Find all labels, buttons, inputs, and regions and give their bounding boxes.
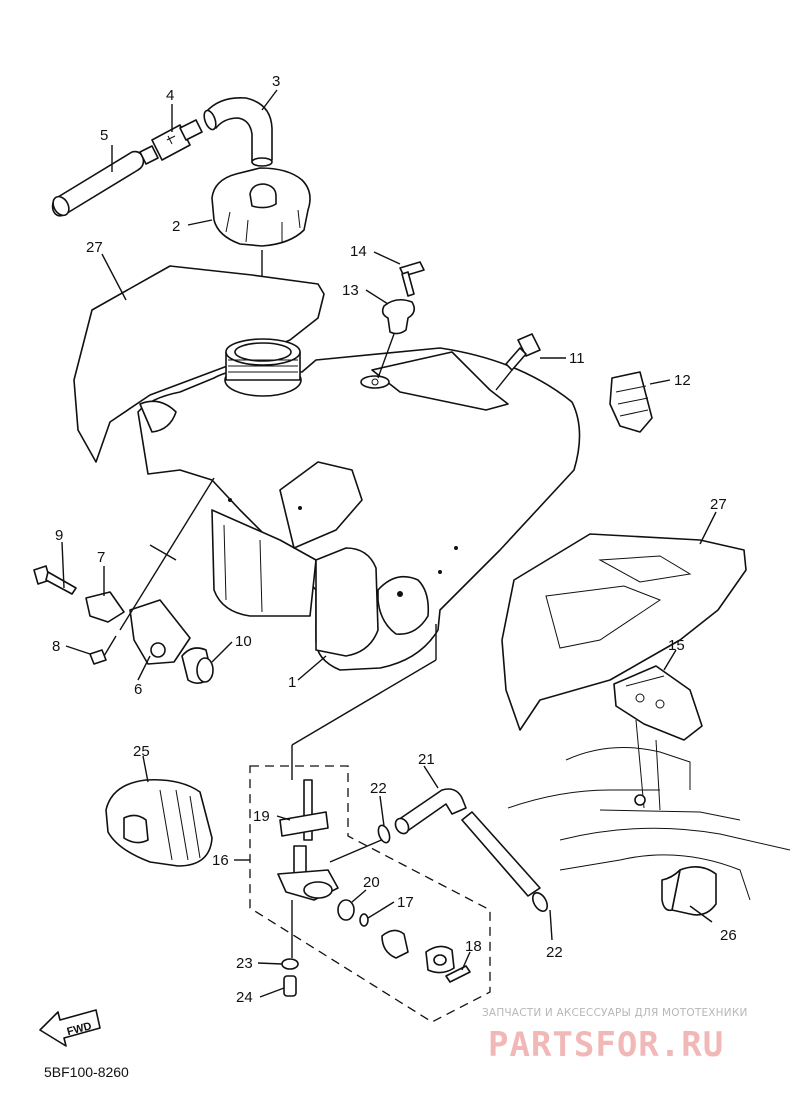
o-ring-22	[377, 824, 391, 844]
callout-24: 24	[236, 989, 253, 1006]
callout-16: 16	[212, 852, 229, 869]
callout-22-top: 22	[370, 780, 387, 797]
callout-10: 10	[235, 633, 252, 650]
filter-19	[279, 779, 329, 841]
callout-4: 4	[166, 87, 174, 104]
fuel-cock-assembly-box-16	[249, 765, 491, 1023]
callout-5: 5	[100, 127, 108, 144]
callout-labels: 1 2 3 4 5 6 7 8 9 10 11 12 13 14 15 16 1…	[52, 73, 737, 1006]
lever	[381, 929, 409, 959]
callout-15: 15	[668, 637, 685, 654]
bolt-11	[505, 333, 541, 371]
check-valve-4	[139, 119, 203, 165]
tank-cap-2	[211, 167, 311, 247]
screw-18	[445, 965, 471, 983]
callout-17: 17	[397, 894, 414, 911]
breather-hose-3	[203, 96, 273, 167]
screw-14	[399, 261, 425, 297]
bracket-6	[129, 599, 191, 665]
o-ring-17	[359, 913, 369, 927]
callout-3: 3	[272, 73, 280, 90]
watermark-brand: PARTSFOR.RU	[488, 1025, 724, 1065]
fuel-hose-21	[394, 788, 541, 897]
callout-19: 19	[253, 808, 270, 825]
plate	[425, 945, 455, 974]
seal-20	[337, 899, 355, 921]
bolt-9	[33, 565, 77, 595]
protector-25	[105, 778, 213, 867]
frame-section	[507, 719, 791, 901]
washer-23	[281, 958, 299, 970]
callout-27-right: 27	[710, 496, 727, 513]
fuel-cock-body	[277, 845, 339, 901]
fuel-tank-mount-15	[613, 665, 703, 741]
collar-7	[85, 591, 125, 623]
clip-22	[531, 892, 549, 912]
protector-26	[661, 866, 717, 916]
breather-pipe-5	[51, 150, 145, 217]
callout-9: 9	[55, 527, 63, 544]
forward-arrow-icon: FWD	[39, 1009, 101, 1047]
watermark: ЗАПЧАСТИ И АКСЕССУАРЫ ДЛЯ МОТОТЕХНИКИ PA…	[482, 1007, 748, 1065]
callout-25: 25	[133, 743, 150, 760]
callout-12: 12	[674, 372, 691, 389]
callout-21: 21	[418, 751, 435, 768]
damper-13	[381, 298, 416, 335]
callout-7: 7	[97, 549, 105, 566]
callout-11: 11	[569, 350, 585, 367]
callout-1: 1	[288, 674, 296, 691]
callout-18: 18	[465, 938, 482, 955]
callout-22-bottom: 22	[546, 944, 563, 961]
callout-2: 2	[172, 218, 180, 235]
bolt-8	[89, 635, 117, 665]
diagram-code: 5BF100-8260	[44, 1064, 129, 1080]
leader-lines	[61, 89, 717, 998]
fuel-tank-1	[137, 338, 581, 671]
watermark-tagline: ЗАПЧАСТИ И АКСЕССУАРЫ ДЛЯ МОТОТЕХНИКИ	[482, 1007, 748, 1019]
callout-6: 6	[134, 681, 142, 698]
right-shroud-27	[501, 533, 747, 731]
callout-26: 26	[720, 927, 737, 944]
callout-23: 23	[236, 955, 253, 972]
collar-10	[181, 647, 214, 684]
clip-12	[609, 371, 653, 433]
callout-27-left: 27	[86, 239, 103, 256]
callout-20: 20	[363, 874, 380, 891]
callout-8: 8	[52, 638, 60, 655]
callout-13: 13	[342, 282, 359, 299]
callout-14: 14	[350, 243, 367, 260]
bolt-24	[283, 975, 297, 997]
